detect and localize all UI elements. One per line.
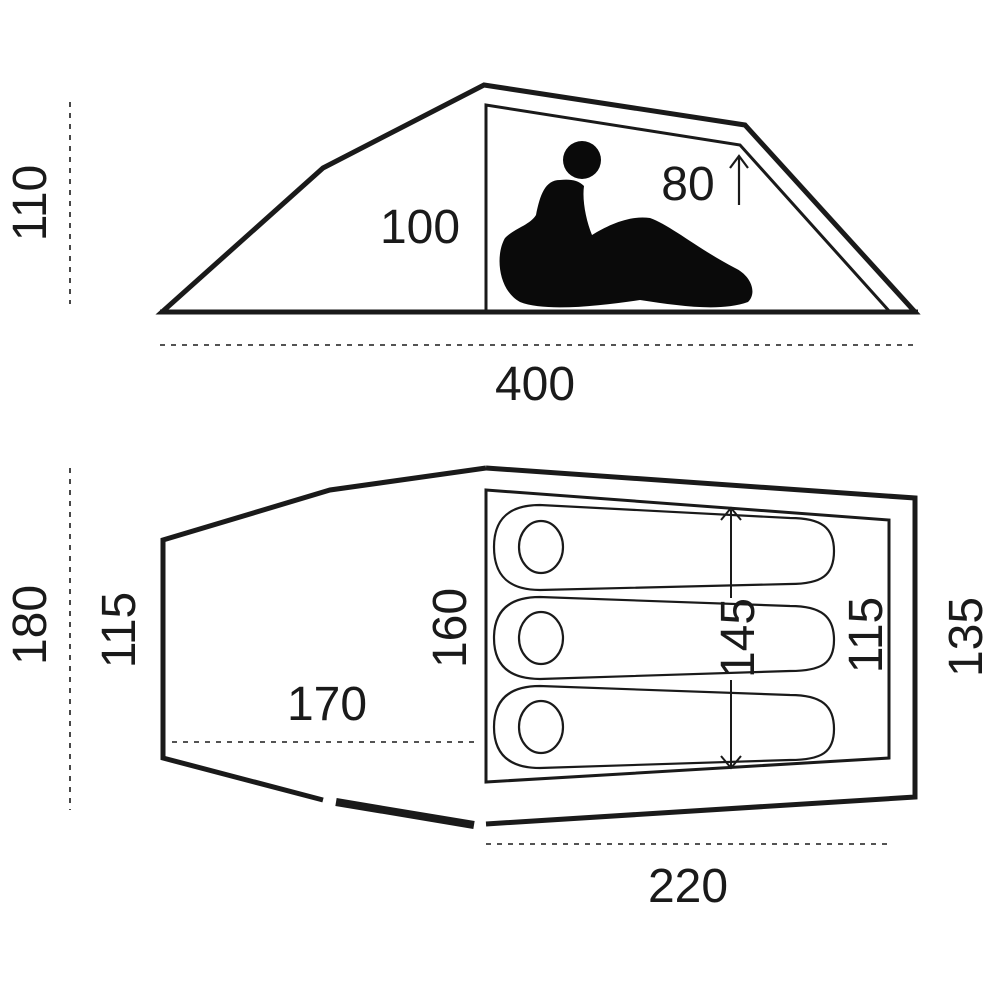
floor-plan: 180 115 170 160 145 115 135 220 (4, 465, 993, 913)
inner-length-label: 220 (648, 860, 728, 913)
floor-total-width-label: 180 (4, 585, 57, 665)
foot-height-label: 80 (661, 158, 714, 211)
side-height-label: 110 (4, 165, 57, 242)
door-zipper-segment (335, 798, 475, 829)
inner-front-width-label: 160 (424, 588, 477, 668)
side-length-label: 400 (495, 358, 575, 411)
sleeping-width-arrow (720, 506, 742, 770)
vestibule-end-width-label: 115 (93, 592, 146, 669)
up-arrow-icon (729, 154, 749, 205)
floor-plan-fly-outline (485, 465, 918, 827)
side-view: 110 100 80 400 (4, 82, 921, 411)
side-view-inner-tent (484, 103, 892, 314)
seated-person-silhouette (499, 141, 753, 308)
sleeping-bag-3 (492, 684, 836, 770)
sleeping-bag-1 (492, 503, 836, 592)
inner-rear-width-label: 115 (840, 597, 893, 674)
floor-plan-vestibule-outline (160, 465, 487, 803)
rear-width-label: 135 (940, 597, 993, 677)
sleeping-bag-2 (492, 595, 836, 681)
sleeping-width-label: 145 (712, 598, 765, 678)
vestibule-depth-label: 170 (287, 678, 367, 731)
inner-height-label: 100 (380, 201, 460, 254)
floor-plan-inner-tent (484, 488, 891, 784)
